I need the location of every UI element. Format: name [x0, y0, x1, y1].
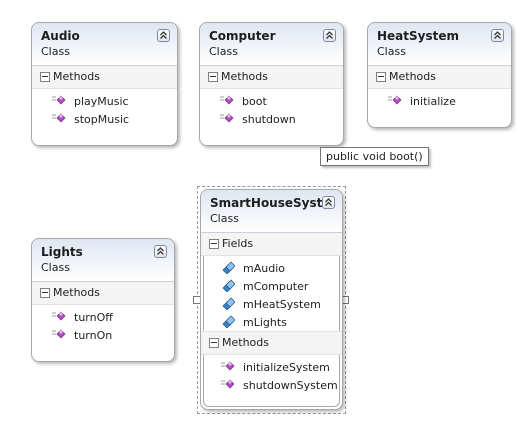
methods-list: boot shutdown: [200, 89, 343, 128]
method-item[interactable]: playMusic: [32, 92, 177, 110]
methods-list: initializeSystem shutdownSystem: [201, 355, 342, 394]
section-label: Fields: [222, 237, 254, 250]
section-label: Methods: [221, 70, 268, 83]
field-icon: [221, 261, 236, 275]
class-stereotype: Class: [210, 212, 239, 225]
method-item[interactable]: stopMusic: [32, 110, 177, 128]
chevron-up-icon[interactable]: [323, 29, 336, 42]
field-item[interactable]: mComputer: [201, 277, 342, 295]
method-item[interactable]: initialize: [368, 92, 511, 110]
method-label: shutdown: [242, 113, 296, 126]
chevron-up-icon[interactable]: [491, 29, 504, 42]
method-icon: [220, 94, 234, 107]
section-label: Methods: [53, 286, 100, 299]
class-box-smarthousesystem[interactable]: SmartHouseSyst... Class Fields mAudio mC…: [200, 189, 343, 410]
class-header[interactable]: Audio Class: [32, 23, 177, 66]
minus-box-icon[interactable]: [40, 288, 50, 298]
method-signature-tooltip: public void boot(): [320, 147, 429, 166]
method-icon: [221, 378, 235, 391]
class-stereotype: Class: [377, 45, 406, 58]
field-label: mLights: [243, 316, 287, 329]
chevron-up-icon[interactable]: [154, 245, 167, 258]
class-stereotype: Class: [209, 45, 238, 58]
class-name: HeatSystem: [377, 29, 460, 43]
minus-box-icon[interactable]: [376, 72, 386, 82]
method-label: stopMusic: [74, 113, 130, 126]
minus-box-icon[interactable]: [209, 338, 219, 348]
method-label: initializeSystem: [243, 361, 330, 374]
class-header[interactable]: HeatSystem Class: [368, 23, 511, 66]
field-icon: [221, 297, 236, 311]
methods-section-header[interactable]: Methods: [368, 66, 511, 89]
method-item[interactable]: shutdownSystem: [201, 376, 342, 394]
minus-box-icon[interactable]: [208, 72, 218, 82]
method-item[interactable]: initializeSystem: [201, 358, 342, 376]
minus-box-icon[interactable]: [209, 239, 219, 249]
section-label: Methods: [222, 336, 269, 349]
methods-list: playMusic stopMusic: [32, 89, 177, 128]
fields-list: mAudio mComputer mHeatSystem mLights: [201, 256, 342, 331]
method-item[interactable]: turnOff: [32, 308, 174, 326]
methods-section-header[interactable]: Methods: [32, 66, 177, 89]
field-icon: [221, 279, 236, 293]
class-stereotype: Class: [41, 45, 70, 58]
class-box-lights[interactable]: Lights Class Methods turnOff turnOn: [31, 238, 175, 362]
methods-section-header[interactable]: Methods: [201, 331, 342, 355]
class-name: Audio: [41, 29, 80, 43]
method-icon: [52, 310, 66, 323]
method-item[interactable]: turnOn: [32, 326, 174, 344]
method-label: turnOff: [74, 311, 113, 324]
method-icon: [388, 94, 402, 107]
field-item[interactable]: mLights: [201, 313, 342, 331]
method-label: playMusic: [74, 95, 129, 108]
fields-section-header[interactable]: Fields: [201, 233, 342, 256]
method-icon: [52, 328, 66, 341]
section-label: Methods: [389, 70, 436, 83]
section-label: Methods: [53, 70, 100, 83]
class-header[interactable]: SmartHouseSyst... Class: [201, 190, 342, 233]
method-icon: [220, 112, 234, 125]
method-icon: [52, 94, 66, 107]
field-label: mAudio: [243, 262, 285, 275]
method-label: shutdownSystem: [243, 379, 338, 392]
class-header[interactable]: Lights Class: [32, 239, 174, 282]
class-box-audio[interactable]: Audio Class Methods playMusic stopMusic: [31, 22, 178, 146]
methods-section-header[interactable]: Methods: [200, 66, 343, 89]
field-item[interactable]: mAudio: [201, 259, 342, 277]
class-box-computer[interactable]: Computer Class Methods boot shutdown: [199, 22, 344, 146]
minus-box-icon[interactable]: [40, 72, 50, 82]
class-header[interactable]: Computer Class: [200, 23, 343, 66]
method-label: turnOn: [74, 329, 113, 342]
field-item[interactable]: mHeatSystem: [201, 295, 342, 313]
field-icon: [221, 315, 236, 329]
method-icon: [221, 360, 235, 373]
class-name: SmartHouseSyst...: [210, 196, 337, 210]
field-label: mHeatSystem: [243, 298, 321, 311]
method-icon: [52, 112, 66, 125]
method-label: initialize: [410, 95, 456, 108]
methods-list: turnOff turnOn: [32, 305, 174, 344]
method-item[interactable]: shutdown: [200, 110, 343, 128]
chevron-up-icon[interactable]: [322, 196, 335, 209]
chevron-up-icon[interactable]: [157, 29, 170, 42]
class-stereotype: Class: [41, 261, 70, 274]
method-label: boot: [242, 95, 267, 108]
field-label: mComputer: [243, 280, 309, 293]
methods-list: initialize: [368, 89, 511, 110]
method-item[interactable]: boot: [200, 92, 343, 110]
class-name: Lights: [41, 245, 83, 259]
class-name: Computer: [209, 29, 276, 43]
class-box-heatsystem[interactable]: HeatSystem Class Methods initialize: [367, 22, 512, 128]
methods-section-header[interactable]: Methods: [32, 282, 174, 305]
